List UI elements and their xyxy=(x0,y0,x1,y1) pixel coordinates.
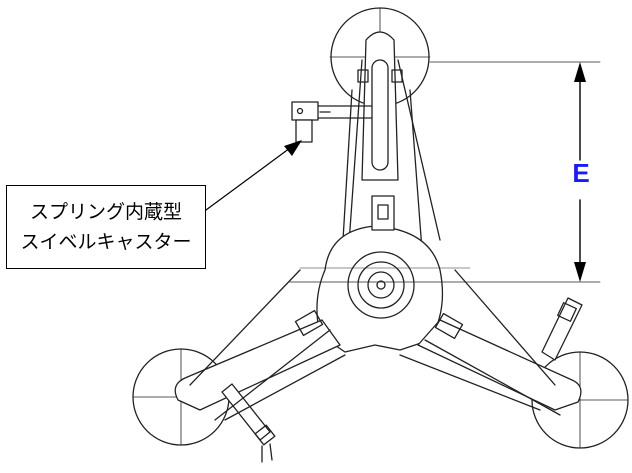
center-hub xyxy=(299,195,471,353)
callout-leader xyxy=(205,140,302,211)
dimension-arrow-e xyxy=(574,62,586,282)
arrow-head-icon xyxy=(574,62,586,82)
callout-line-1: スプリング内蔵型 xyxy=(29,201,182,223)
arrow-head-icon xyxy=(284,140,302,156)
callout-box: スプリング内蔵型 スイベルキャスター xyxy=(6,185,206,269)
arm-bottom-left xyxy=(174,269,346,463)
arm-top xyxy=(339,31,441,301)
dimension-label: E xyxy=(572,158,590,188)
arrow-head-icon xyxy=(574,262,586,282)
arm-bottom-right xyxy=(399,269,583,416)
callout-line-2: スイベルキャスター xyxy=(20,231,192,253)
swivel-caster-left xyxy=(291,101,373,143)
